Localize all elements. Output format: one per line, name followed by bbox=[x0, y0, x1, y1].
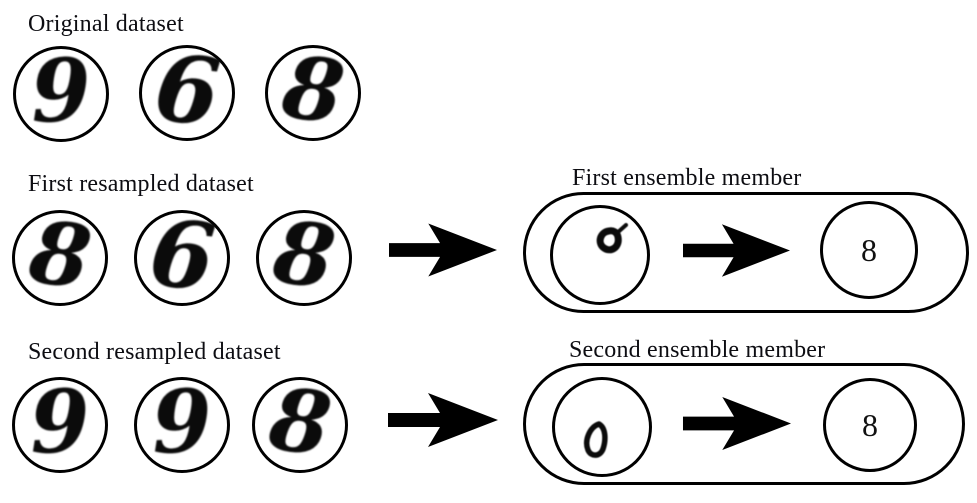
training-arrow-icon bbox=[389, 223, 497, 277]
small-loop-bottom-glyph bbox=[584, 421, 608, 458]
sample-circle: 9 bbox=[12, 370, 108, 475]
label-first-ensemble-member: First ensemble member bbox=[572, 165, 802, 191]
sample-circle: 8 bbox=[252, 368, 348, 477]
handwritten-digit-9: 9 bbox=[29, 39, 93, 144]
predicted-label: 8 bbox=[862, 406, 878, 443]
output-circle: 8 bbox=[823, 378, 917, 472]
row-label-original-dataset: Original dataset bbox=[28, 11, 184, 37]
predicted-label: 8 bbox=[861, 231, 877, 268]
sample-circle: 9 bbox=[134, 370, 230, 475]
sample-circle: 8 bbox=[265, 36, 361, 145]
sample-circle: 6 bbox=[139, 33, 235, 147]
sample-circle: 8 bbox=[12, 201, 108, 310]
sample-circle: 6 bbox=[134, 198, 230, 312]
handwritten-digit-6: 6 bbox=[149, 32, 225, 148]
learned-feature-circle bbox=[550, 205, 650, 305]
sample-circle: 9 bbox=[13, 39, 109, 144]
output-circle: 8 bbox=[820, 201, 918, 299]
sample-circle: 8 bbox=[256, 201, 352, 310]
handwritten-digit-9: 9 bbox=[28, 370, 92, 475]
small-loop-top-glyph bbox=[596, 223, 628, 254]
label-second-ensemble-member: Second ensemble member bbox=[569, 337, 826, 363]
handwritten-digit-6: 6 bbox=[144, 197, 220, 313]
handwritten-digit-8: 8 bbox=[276, 36, 351, 145]
training-arrow-icon bbox=[388, 393, 498, 447]
learned-feature-circle bbox=[552, 377, 652, 477]
classification-arrow-icon bbox=[683, 224, 790, 277]
handwritten-digit-8: 8 bbox=[263, 368, 338, 477]
classification-arrow-icon bbox=[682, 396, 792, 451]
handwritten-digit-8: 8 bbox=[267, 201, 342, 310]
handwritten-digit-8: 8 bbox=[23, 201, 98, 310]
handwritten-digit-9: 9 bbox=[150, 370, 214, 475]
row-label-second-resampled-dataset: Second resampled dataset bbox=[28, 339, 281, 365]
row-label-first-resampled-dataset: First resampled dataset bbox=[28, 171, 254, 197]
